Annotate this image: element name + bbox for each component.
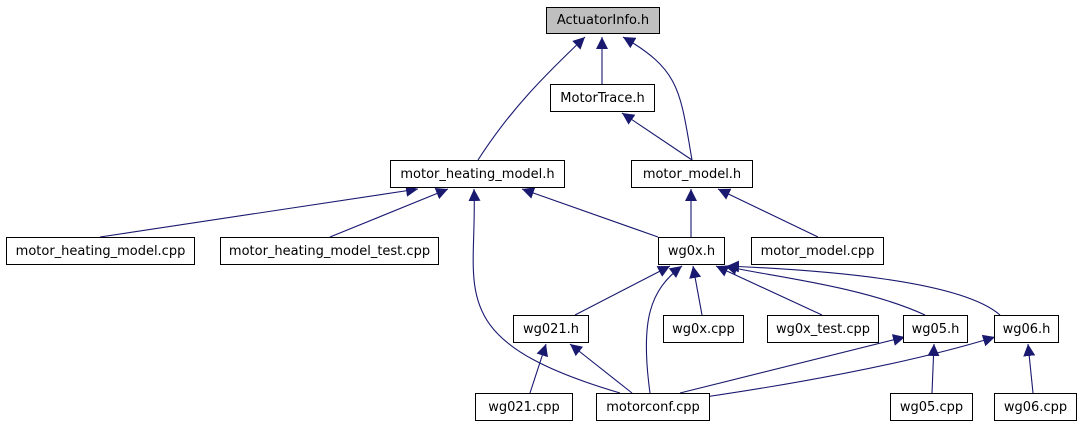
edge-wg021-cpp-to-wg021-h: [529, 343, 548, 394]
edge-wg05-cpp-to-wg05-h: [927, 343, 940, 394]
node-wg06-h[interactable]: wg06.h: [994, 315, 1059, 343]
edge-wg06-cpp-to-wg06-h: [1023, 343, 1036, 394]
node-motor-heating-model-cpp[interactable]: motor_heating_model.cpp: [6, 237, 195, 265]
node-wg021-cpp[interactable]: wg021.cpp: [475, 393, 573, 421]
edge-motor-model-h-to-motortrace-h: [621, 112, 693, 161]
edge-wg0x-h-to-motor-heating-model-h: [521, 187, 659, 238]
node-wg0x-cpp[interactable]: wg0x.cpp: [663, 315, 744, 343]
node-wg021-h[interactable]: wg021.h: [513, 315, 589, 343]
edge-motorconf-cpp-to-wg021-h: [569, 343, 633, 394]
edge-motor-heating-model-cpp-to-motor-heating-model-h: [99, 184, 419, 238]
node-motortrace-h[interactable]: MotorTrace.h: [550, 84, 655, 112]
edge-wg0x-test-cpp-to-wg0x-h: [715, 265, 823, 316]
edge-wg06-h-to-wg0x-h: [726, 260, 1001, 316]
edge-motorconf-cpp-to-wg06-h: [704, 334, 996, 398]
edge-wg021-h-to-wg0x-h: [574, 265, 671, 316]
edge-motor-heating-model-h-to-actuatorinfo-h: [477, 36, 586, 161]
node-wg0x-h[interactable]: wg0x.h: [658, 237, 725, 265]
node-motorconf-cpp[interactable]: motorconf.cpp: [596, 393, 710, 421]
edge-motor-model-cpp-to-motor-model-h: [717, 188, 819, 238]
node-wg05-cpp[interactable]: wg05.cpp: [890, 393, 973, 421]
edge-motorconf-cpp-to-motor-heating-model-h: [468, 188, 621, 394]
node-motor-model-cpp[interactable]: motor_model.cpp: [751, 237, 884, 265]
edge-wg0x-cpp-to-wg0x-h: [689, 265, 703, 316]
node-motor-model-h[interactable]: motor_model.h: [631, 160, 753, 188]
edge-motor-model-h-to-actuatorinfo-h: [622, 36, 693, 161]
edge-motorconf-cpp-to-wg05-h: [679, 334, 906, 394]
node-actuatorinfo-h: ActuatorInfo.h: [546, 7, 660, 34]
node-wg05-h[interactable]: wg05.h: [903, 315, 968, 343]
node-wg06-cpp[interactable]: wg06.cpp: [994, 393, 1077, 421]
edge-motor-heating-model-test-cpp-to-motor-heating-model-h: [329, 187, 449, 238]
edge-wg05-h-to-wg0x-h: [724, 263, 926, 316]
node-motor-heating-model-test-cpp[interactable]: motor_heating_model_test.cpp: [220, 237, 439, 265]
node-motor-heating-model-h[interactable]: motor_heating_model.h: [390, 160, 565, 188]
node-wg0x-test-cpp[interactable]: wg0x_test.cpp: [767, 315, 879, 343]
edge-motorconf-cpp-to-wg0x-h: [645, 265, 683, 394]
